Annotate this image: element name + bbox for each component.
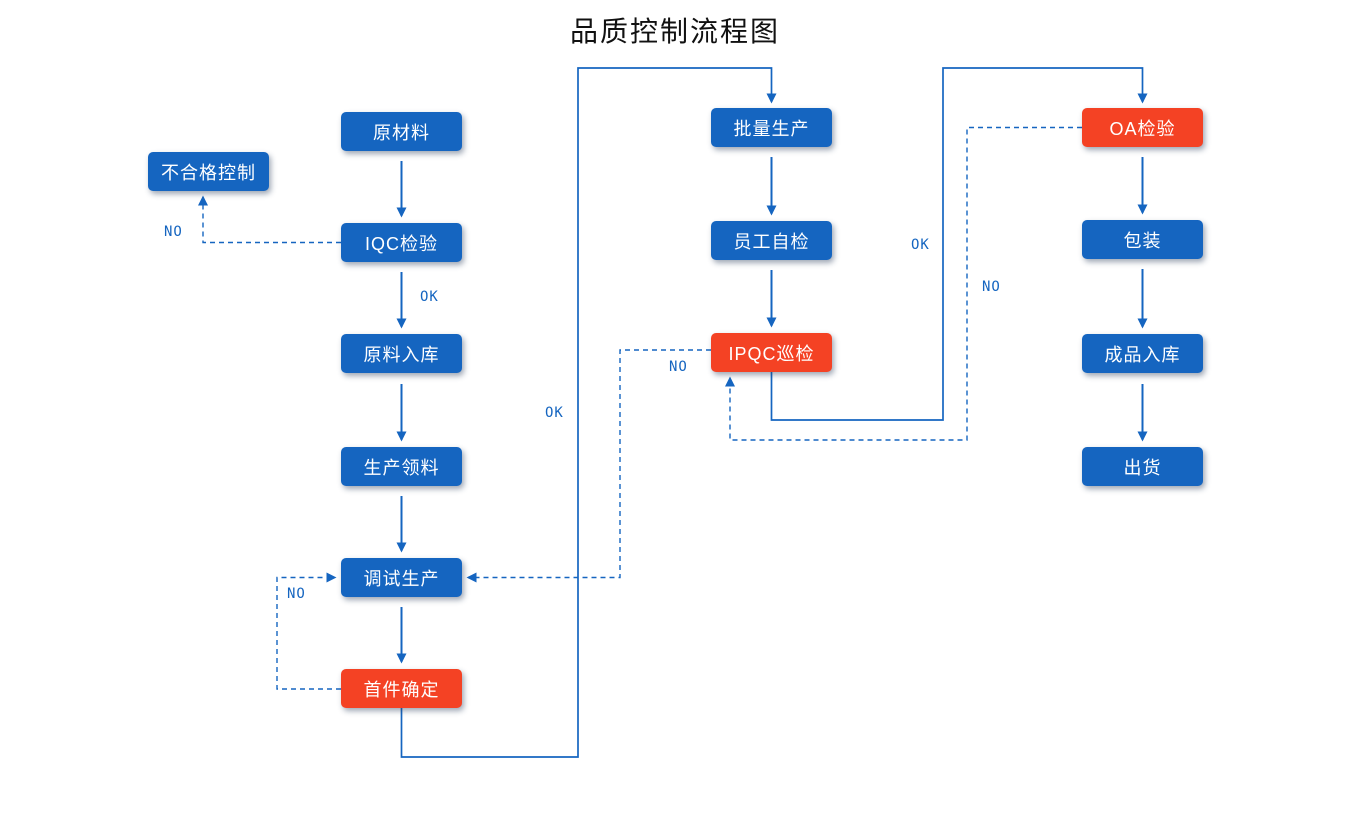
arrow-first-article-ok-to-mass-production: [400, 67, 777, 758]
node-raw-material-storage: 原料入库: [341, 334, 462, 373]
edge-label-oa-no: NO: [982, 279, 1001, 295]
diagram-title: 品质控制流程图: [569, 17, 780, 48]
arrow-ipqc-ok-to-oa: [770, 67, 1148, 421]
arrow-oa-no-to-ipqc: [725, 126, 1082, 441]
edge-label-ipqc-ok: OK: [911, 237, 930, 253]
node-mass-production: 批量生产: [711, 108, 832, 147]
arrow-first-article-no-to-trial: [276, 572, 341, 690]
arrow-ipqc-no-to-trial: [466, 349, 711, 583]
edge-label-first-article-ok: OK: [545, 405, 564, 421]
edge-label-iqc-ok: OK: [420, 289, 439, 305]
node-nonconforming-control: 不合格控制: [148, 152, 269, 191]
node-finished-goods-storage: 成品入库: [1082, 334, 1203, 373]
node-oa-inspection: OA检验: [1082, 108, 1203, 147]
node-employee-self-check: 员工自检: [711, 221, 832, 260]
arrow-iqc-no-to-nonconforming: [198, 195, 341, 244]
edge-label-iqc-no: NO: [164, 224, 183, 240]
node-trial-production: 调试生产: [341, 558, 462, 597]
node-production-picking: 生产领料: [341, 447, 462, 486]
node-raw-material: 原材料: [341, 112, 462, 151]
node-packaging: 包装: [1082, 220, 1203, 259]
node-first-article-confirm: 首件确定: [341, 669, 462, 708]
edge-label-ipqc-no: NO: [669, 359, 688, 375]
node-iqc-inspection: IQC检验: [341, 223, 462, 262]
edge-label-first-article-no: NO: [287, 586, 306, 602]
node-ipqc-patrol: IPQC巡检: [711, 333, 832, 372]
node-shipment: 出货: [1082, 447, 1203, 486]
